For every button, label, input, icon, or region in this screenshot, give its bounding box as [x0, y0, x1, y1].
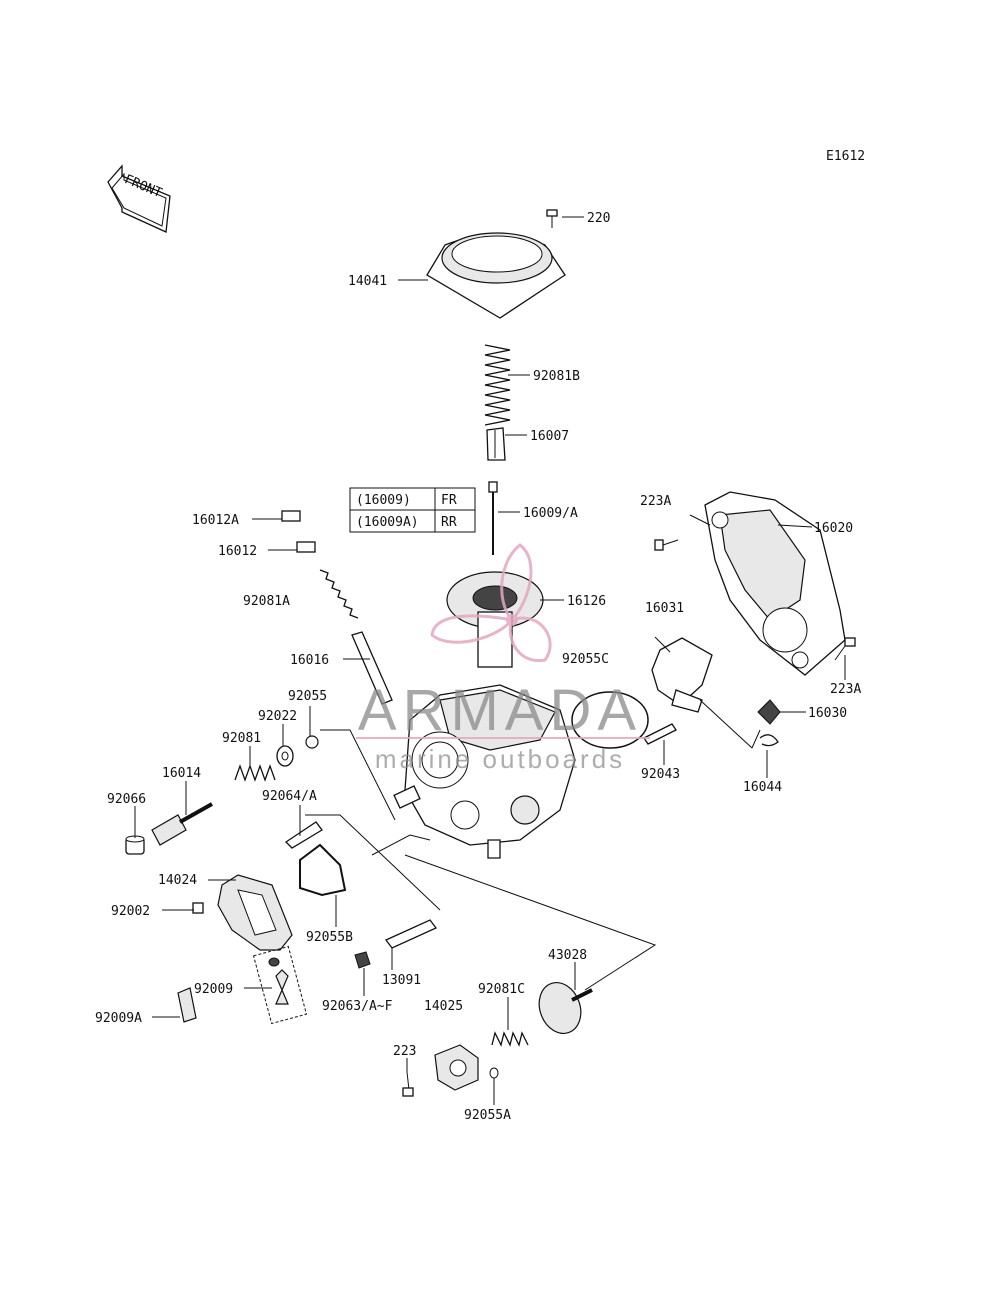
oring-92055a-icon — [489, 1067, 499, 1079]
part-label: 92009 — [194, 982, 233, 997]
screw-13091-icon — [384, 919, 438, 949]
cap-92066-icon — [125, 835, 145, 855]
part-label: 16030 — [808, 706, 847, 721]
screw-92009-icon — [252, 945, 308, 1025]
variant-code: FR — [441, 493, 457, 508]
needle-valve-16030-icon — [757, 699, 781, 725]
part-16012-icon — [296, 541, 316, 553]
armada-logo-icon — [430, 543, 552, 663]
part-label: 16044 — [743, 780, 782, 795]
spring-92081a-icon — [319, 569, 359, 619]
part-label: 16020 — [814, 521, 853, 536]
gasket-92055b-icon — [299, 843, 347, 897]
part-label: 16007 — [530, 429, 569, 444]
part-label: 16014 — [162, 766, 201, 781]
holder-16007-icon — [486, 427, 506, 461]
variant-code: RR — [441, 515, 457, 530]
part-label: 14024 — [158, 873, 197, 888]
part-label: 16012 — [218, 544, 257, 559]
diaphragm-43028-icon — [538, 982, 593, 1034]
watermark-brand: ARMADA — [358, 678, 642, 743]
part-label: 92064/A — [262, 789, 317, 804]
washer-92022-icon — [276, 745, 294, 767]
part-label: 223A — [830, 682, 861, 697]
spring-92081c-icon — [491, 1031, 529, 1047]
part-label: 92002 — [111, 904, 150, 919]
part-label: 92063/A~F — [322, 999, 393, 1014]
cover-14025-icon — [434, 1044, 479, 1091]
clip-16044-icon — [759, 734, 779, 747]
part-label: 92055 — [288, 689, 327, 704]
part-label: 13091 — [382, 973, 421, 988]
screw-16014-icon — [151, 802, 213, 846]
part-label: 43028 — [548, 948, 587, 963]
part-label: 92081B — [533, 369, 580, 384]
part-label: 92081A — [243, 594, 290, 609]
spring-92081b-icon — [484, 344, 511, 426]
part-label: 92009A — [95, 1011, 142, 1026]
needle-16009-icon — [488, 481, 498, 555]
carburetor-body-icon — [393, 684, 576, 859]
part-label: 223 — [393, 1044, 416, 1059]
part-label: 92081 — [222, 731, 261, 746]
float-16031-icon — [651, 637, 713, 713]
diagram-code: E1612 — [826, 149, 865, 164]
part-label: 92043 — [641, 767, 680, 782]
part-label: 16016 — [290, 653, 329, 668]
part-label: 14041 — [348, 274, 387, 289]
screw-92002-icon — [192, 902, 204, 914]
part-label: 16012A — [192, 513, 239, 528]
part-label: 92055B — [306, 930, 353, 945]
spring-92081-icon — [234, 764, 276, 782]
oring-92055-icon — [305, 735, 319, 749]
plug-92064-icon — [284, 821, 323, 849]
part-label: 92055C — [562, 652, 609, 667]
part-label: 223A — [640, 494, 671, 509]
leader-lines — [134, 216, 846, 1105]
part-label: 92066 — [107, 792, 146, 807]
cover-14041-icon — [426, 232, 566, 319]
part-label: 16126 — [567, 594, 606, 609]
jet-92063-icon — [354, 951, 371, 969]
screw-220-icon — [546, 209, 558, 228]
part-16012a-icon — [281, 510, 301, 522]
cover-14024-icon — [217, 874, 293, 951]
part-label: 92022 — [258, 709, 297, 724]
pin-92043-icon — [643, 723, 677, 745]
part-label: 92081C — [478, 982, 525, 997]
part-label: 16031 — [645, 601, 684, 616]
part-label: 14025 — [424, 999, 463, 1014]
variant-part: (16009) — [356, 493, 411, 508]
variant-table: (16009) FR (16009A) RR — [349, 487, 476, 533]
part-label: 92055A — [464, 1108, 511, 1123]
part-label: 220 — [587, 211, 610, 226]
screw-92009a-icon — [177, 987, 197, 1023]
rod-16016-icon — [351, 631, 393, 705]
screw-223a-icon — [834, 637, 856, 661]
watermark-tagline: marine outboards — [375, 744, 625, 774]
screw-223-icon — [402, 1071, 414, 1097]
oring-92055c-icon — [571, 691, 649, 749]
front-arrow-icon: FRONT — [107, 164, 171, 233]
cover-16020-icon — [704, 491, 846, 676]
variant-part: (16009A) — [356, 515, 419, 530]
part-label: 16009/A — [523, 506, 578, 521]
screw-223a-icon — [654, 539, 679, 551]
